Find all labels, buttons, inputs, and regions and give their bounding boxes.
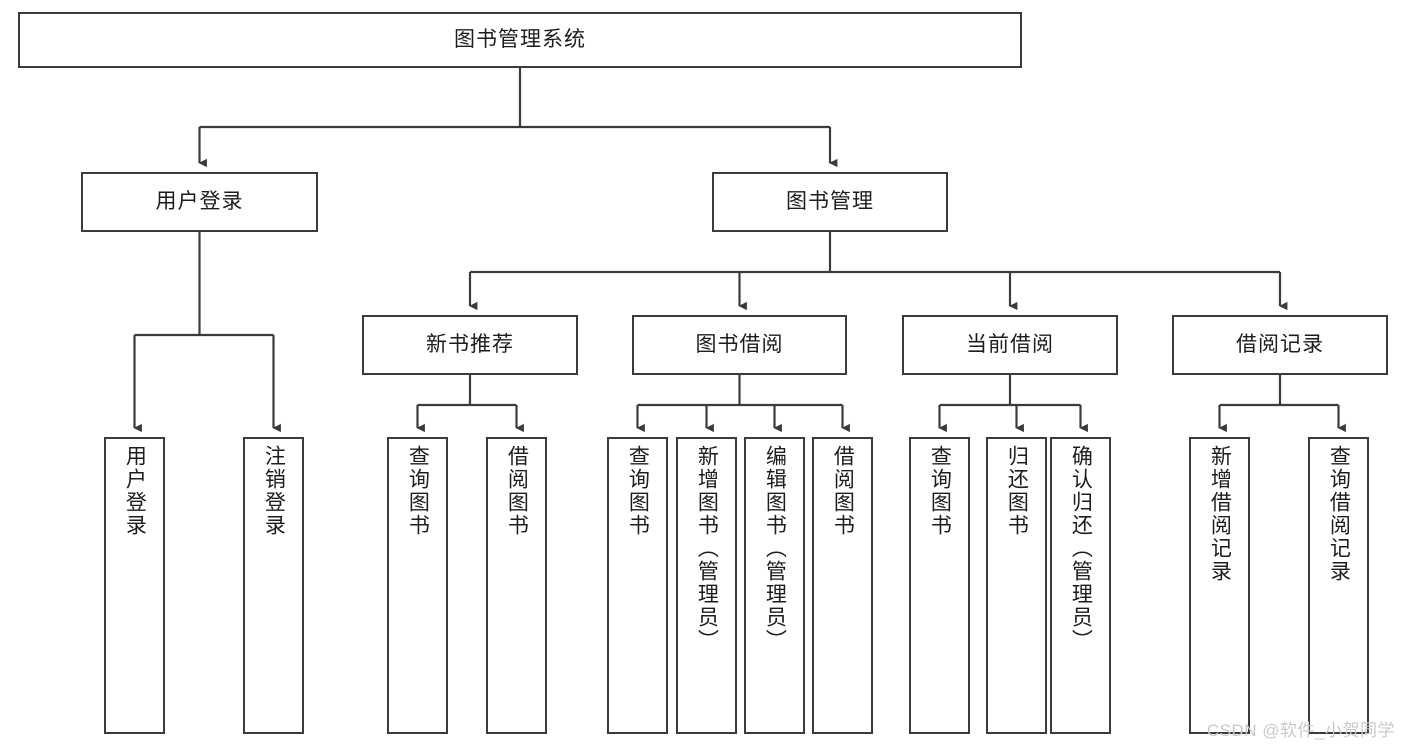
- leaf-borrow-query-book[interactable]: 查询图书: [607, 437, 668, 734]
- node-user-login[interactable]: 用户登录: [81, 172, 318, 232]
- leaf-borrow-add-book-admin[interactable]: 新增图书（管理员）: [676, 437, 737, 734]
- leaf-recommend-query-book[interactable]: 查询图书: [387, 437, 448, 734]
- leaf-current-return-book[interactable]: 归还图书: [986, 437, 1047, 734]
- node-label: 查询图书: [626, 445, 650, 537]
- leaf-user-logout[interactable]: 注销登录: [243, 437, 304, 734]
- leaf-recommend-borrow-book[interactable]: 借阅图书: [486, 437, 547, 734]
- node-new-book-recommendation[interactable]: 新书推荐: [362, 315, 578, 375]
- node-borrowing-records[interactable]: 借阅记录: [1172, 315, 1388, 375]
- node-label: 确认归还（管理员）: [1069, 445, 1093, 652]
- node-label: 当前借阅: [966, 333, 1054, 357]
- node-label: 编辑图书（管理员）: [763, 445, 787, 652]
- node-label: 查询图书: [406, 445, 430, 537]
- node-root-system[interactable]: 图书管理系统: [18, 12, 1022, 68]
- node-book-management[interactable]: 图书管理: [712, 172, 948, 232]
- watermark-text: CSDN @软件_小贺同学: [1206, 721, 1395, 740]
- leaf-borrow-edit-book-admin[interactable]: 编辑图书（管理员）: [744, 437, 805, 734]
- node-label: 注销登录: [262, 445, 286, 537]
- node-label: 图书管理: [786, 190, 874, 214]
- leaf-record-add-borrow-record[interactable]: 新增借阅记录: [1189, 437, 1250, 734]
- node-label: 借阅图书: [505, 445, 529, 537]
- node-label: 查询借阅记录: [1327, 445, 1351, 583]
- node-label: 归还图书: [1005, 445, 1029, 537]
- leaf-user-login[interactable]: 用户登录: [104, 437, 165, 734]
- node-label: 借阅记录: [1236, 333, 1324, 357]
- leaf-current-query-book[interactable]: 查询图书: [909, 437, 970, 734]
- node-label: 查询图书: [928, 445, 952, 537]
- node-book-borrowing[interactable]: 图书借阅: [632, 315, 847, 375]
- leaf-borrow-borrow-book[interactable]: 借阅图书: [812, 437, 873, 734]
- node-label: 新增借阅记录: [1208, 445, 1232, 583]
- leaf-record-query-borrow-record[interactable]: 查询借阅记录: [1308, 437, 1369, 734]
- node-label: 用户登录: [123, 445, 147, 537]
- node-label: 新增图书（管理员）: [695, 445, 719, 652]
- leaf-current-confirm-return-admin[interactable]: 确认归还（管理员）: [1050, 437, 1111, 734]
- node-label: 用户登录: [155, 190, 244, 214]
- node-label: 图书管理系统: [454, 28, 586, 52]
- node-label: 借阅图书: [831, 445, 855, 537]
- node-current-borrowing[interactable]: 当前借阅: [902, 315, 1118, 375]
- node-label: 新书推荐: [426, 333, 514, 357]
- node-label: 图书借阅: [695, 333, 784, 357]
